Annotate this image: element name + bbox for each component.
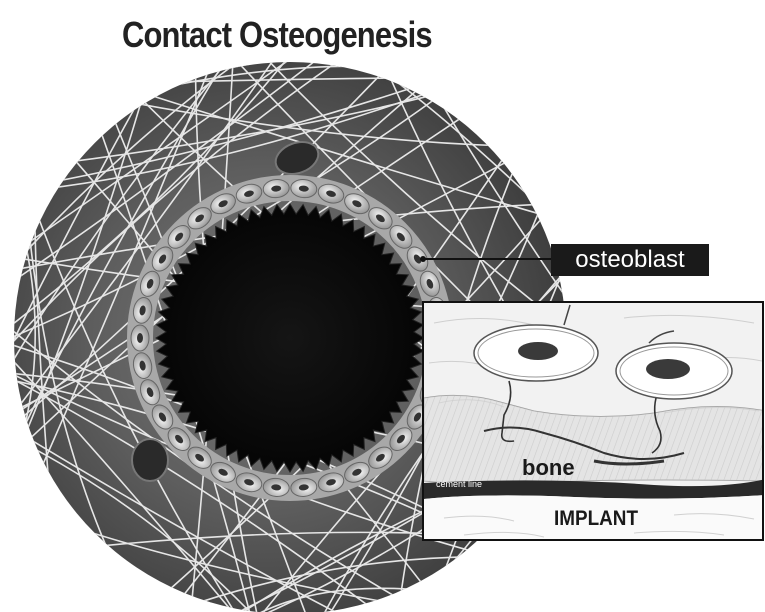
bone-label: bone (522, 455, 575, 481)
osteoblast-label: osteoblast (551, 244, 709, 276)
histology-inset: bone cement line IMPLANT (422, 301, 764, 541)
implant-core (156, 204, 424, 472)
osteoblast-pointer-dot (420, 256, 426, 262)
inset-illustration (424, 303, 764, 541)
cement-line-label: cement line (436, 479, 482, 489)
implant-label: IMPLANT (554, 507, 638, 531)
osteocyte-lacuna-left (132, 439, 168, 481)
lining-cell (131, 325, 149, 351)
